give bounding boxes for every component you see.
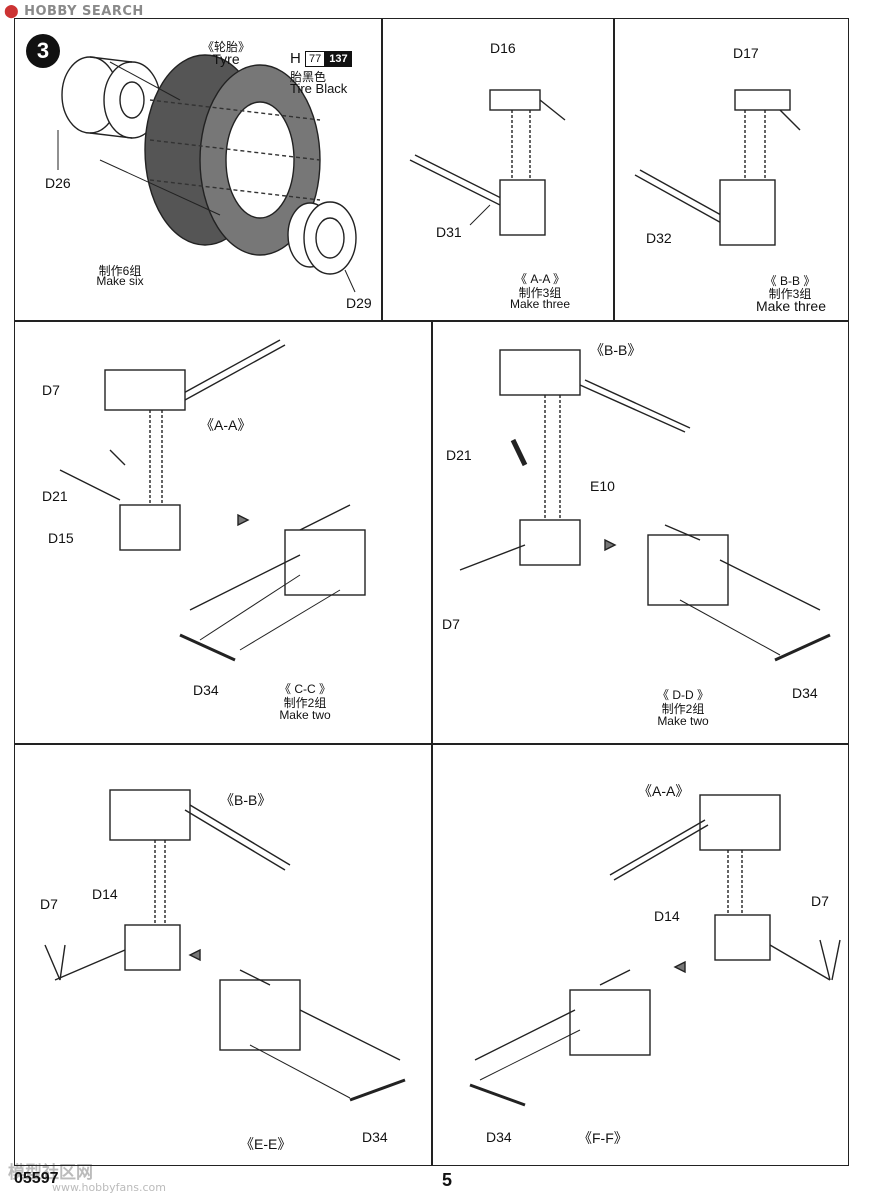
page-number: 5 — [442, 1170, 453, 1190]
section-aa-title: 《 A-A 》 — [514, 272, 565, 286]
section-bb-title: 《 B-B 》 — [764, 274, 816, 288]
part-label-d32: D32 — [646, 230, 672, 246]
paint-label-en: Tire Black — [290, 81, 348, 96]
paint-code-box-2: 137 — [325, 51, 352, 68]
watermark-hobbysearch: ⬤ HOBBY SEARCH — [4, 4, 144, 19]
part-label-d15: D15 — [48, 530, 74, 546]
section-dd-title: 《 D-D 》 — [657, 688, 709, 702]
tyre-label-cn: 《轮胎》 — [201, 40, 250, 54]
divider-col-a — [381, 18, 383, 321]
part-label-d31: D31 — [436, 224, 462, 240]
part-label-d14-ff: D14 — [654, 908, 680, 924]
section-aa-make-en: Make three — [509, 297, 571, 311]
part-label-d21-dd: D21 — [446, 447, 472, 463]
part-label-d7-ee: D7 — [40, 896, 58, 912]
section-bb-make-cn: 制作3组 — [768, 287, 812, 301]
paint-code-box-1: 77 — [305, 51, 326, 68]
part-label-d34-dd: D34 — [792, 685, 818, 701]
paint-label-cn: 胎黑色 — [290, 70, 327, 84]
product-code: 05597 — [14, 1170, 59, 1187]
part-label-d29: D29 — [346, 295, 372, 311]
ref-bb-in-dd: 《B-B》 — [590, 342, 642, 358]
make-six-cn: 制作6组 — [98, 264, 142, 278]
section-dd-make-cn: 制作2组 — [661, 702, 705, 716]
section-ee-title: 《E-E》 — [240, 1136, 292, 1152]
part-label-e10: E10 — [590, 478, 615, 494]
section-ff-title: 《F-F》 — [578, 1130, 628, 1146]
ref-bb-in-ee: 《B-B》 — [220, 792, 272, 808]
part-label-d34-ff: D34 — [486, 1129, 512, 1145]
section-cc-make-cn: 制作2组 — [283, 696, 327, 710]
part-label-d14-ee: D14 — [92, 886, 118, 902]
part-label-d34-cc: D34 — [193, 682, 219, 698]
part-label-d26: D26 — [45, 175, 71, 191]
section-aa-make-cn: 制作3组 — [518, 286, 562, 300]
part-label-d16: D16 — [490, 40, 516, 56]
tyre-label-en: Tyre — [212, 51, 240, 67]
paint-letter: H — [290, 50, 301, 67]
make-six-en: Make six — [96, 274, 144, 288]
watermark-url: www.hobbyfans.com — [52, 1181, 166, 1194]
part-label-d21-cc: D21 — [42, 488, 68, 504]
divider-col-c — [431, 320, 433, 1166]
hobbysearch-logo-icon: ⬤ — [4, 4, 25, 19]
section-cc-title: 《 C-C 》 — [279, 682, 331, 696]
watermark-brand-text: HOBBY SEARCH — [24, 4, 144, 19]
divider-col-b — [613, 18, 615, 321]
ref-aa-in-cc: 《A-A》 — [200, 417, 252, 433]
step-number-badge: 3 — [26, 34, 60, 68]
part-label-d7-cc: D7 — [42, 382, 60, 398]
ref-aa-in-ff: 《A-A》 — [638, 783, 690, 799]
section-cc-make-en: Make two — [279, 708, 331, 722]
section-dd-make-en: Make two — [657, 714, 709, 728]
part-label-d34-ee: D34 — [362, 1129, 388, 1145]
section-bb-make-en: Make three — [755, 298, 827, 314]
watermark-bottom: 模型社区网 — [8, 1163, 93, 1183]
part-label-d17: D17 — [733, 45, 759, 61]
part-label-d7-ff: D7 — [811, 893, 829, 909]
part-label-d7-dd: D7 — [442, 616, 460, 632]
